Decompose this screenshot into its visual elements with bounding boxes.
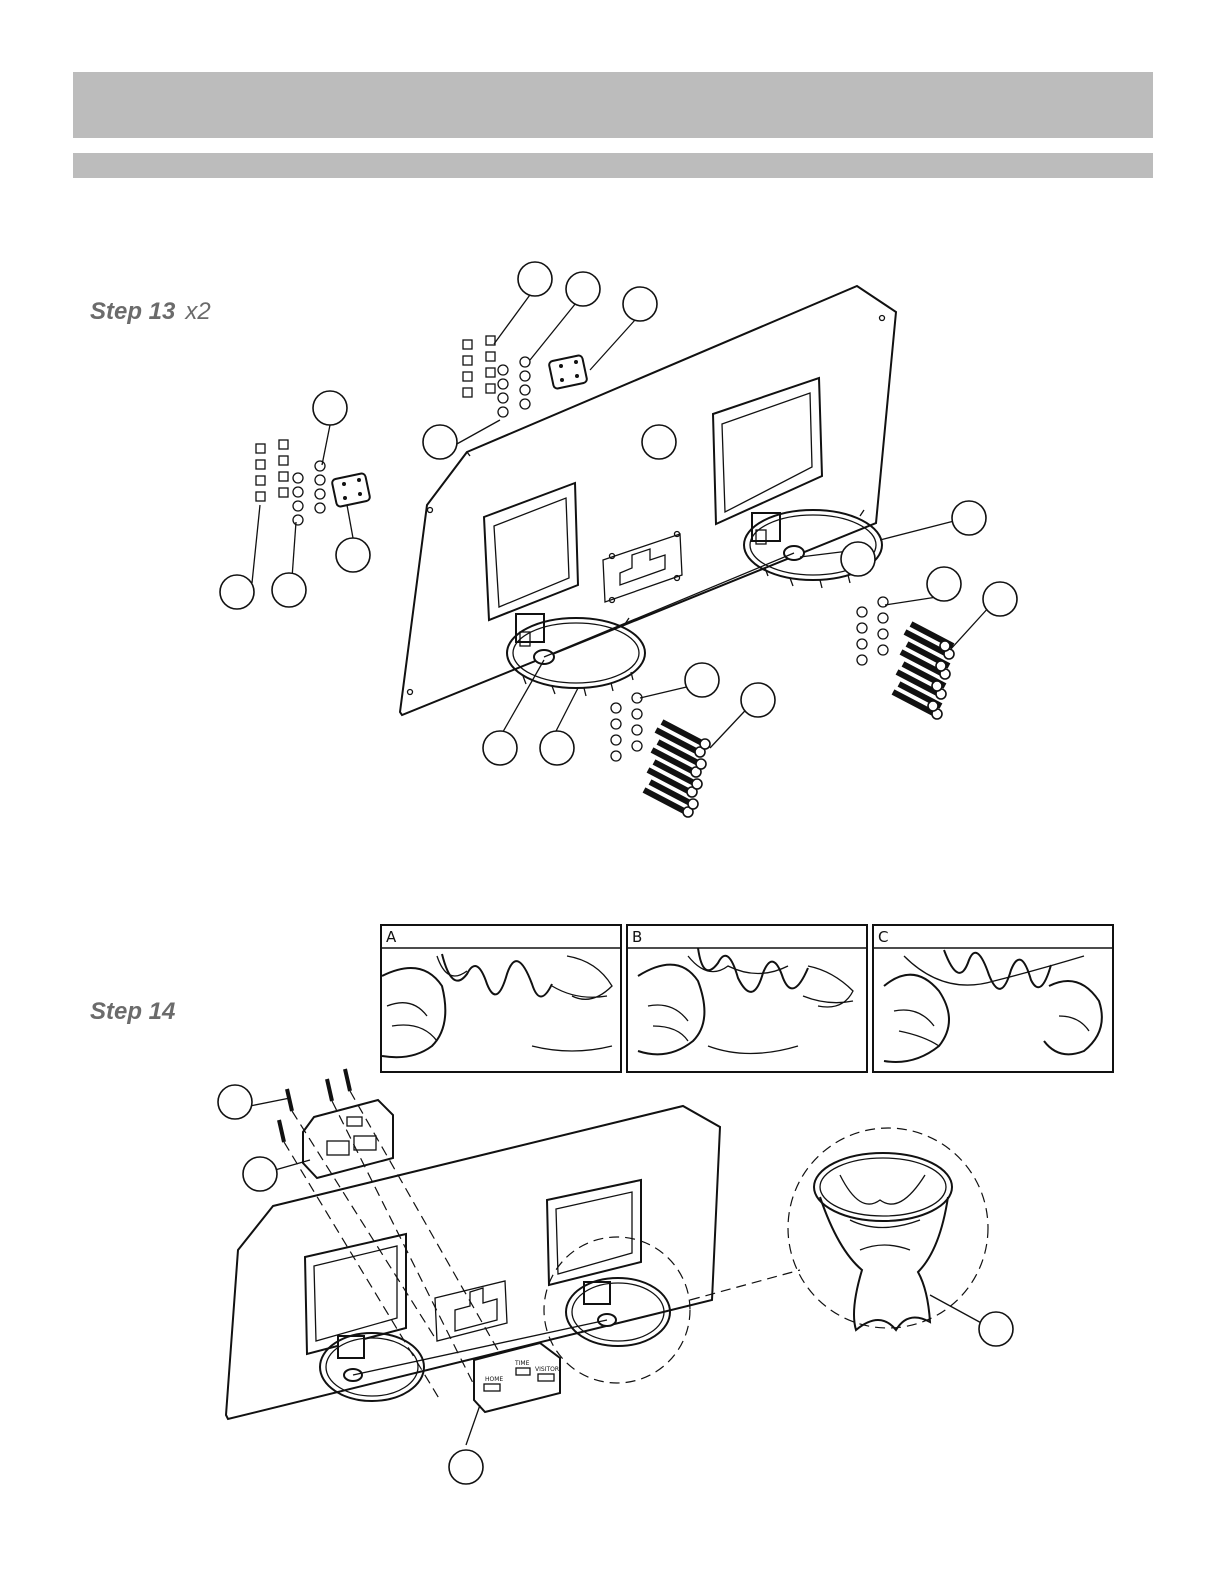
right-bolt-group [857, 597, 954, 719]
callout-13p [483, 731, 517, 765]
callout-13a [518, 262, 552, 296]
panel-label-home: HOME [485, 1376, 503, 1383]
callout-13l [927, 567, 961, 601]
callout-14c [449, 1450, 483, 1484]
callout-14d [979, 1312, 1013, 1346]
backboard [400, 286, 896, 715]
callout-13q [540, 731, 574, 765]
callout-13f [313, 391, 347, 425]
callout-14b [243, 1157, 277, 1191]
callout-13n [685, 663, 719, 697]
callout-13e [642, 425, 676, 459]
callout-13d [423, 425, 457, 459]
panel-label-visitor: VISITOR [535, 1366, 559, 1373]
callout-13g [336, 538, 370, 572]
inset-a-illustration [382, 926, 620, 1071]
top-hardware [463, 336, 588, 417]
callout-13i [272, 573, 306, 607]
inset-c-illustration [874, 926, 1112, 1071]
inset-a: A [380, 924, 622, 1073]
panel-label-time: TIME [514, 1360, 530, 1367]
callout-13j [952, 501, 986, 535]
callout-13b [566, 272, 600, 306]
callout-13m [983, 582, 1017, 616]
callout-13k [841, 542, 875, 576]
callout-13o [741, 683, 775, 717]
callout-13c [623, 287, 657, 321]
callout-13h [220, 575, 254, 609]
inset-b: B [626, 924, 868, 1073]
inset-b-illustration [628, 926, 866, 1071]
left-hardware [256, 440, 371, 525]
inset-c: C [872, 924, 1114, 1073]
center-bolt-group [611, 693, 710, 817]
callout-14a [218, 1085, 252, 1119]
step-14-diagram: HOME TIME VISITOR [218, 1069, 1013, 1484]
